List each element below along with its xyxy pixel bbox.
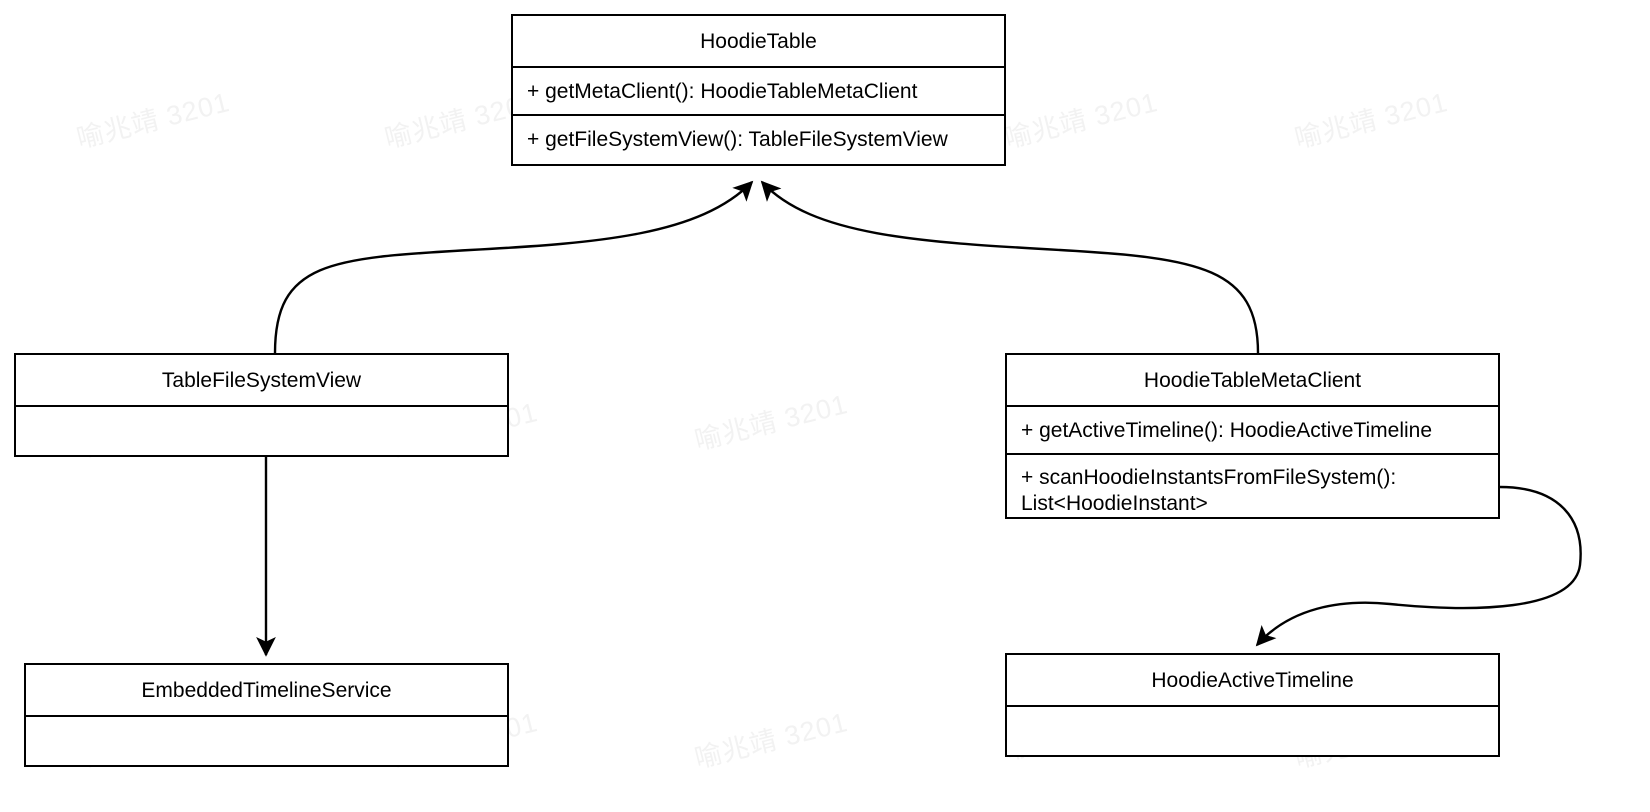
class-methods-hoodie-active-timeline [1007,707,1498,756]
class-method-hoodie-table-meta-client-0: + getActiveTimeline(): HoodieActiveTimel… [1007,407,1498,456]
class-box-hoodie-table-meta-client[interactable]: HoodieTableMetaClient + getActiveTimelin… [1005,353,1500,520]
class-box-hoodie-table[interactable]: HoodieTable + getMetaClient(): HoodieTab… [511,14,1006,167]
class-method-hoodie-table-1: + getFileSystemView(): TableFileSystemVi… [513,116,1004,165]
class-name-table-file-system-view: TableFileSystemView [16,355,507,408]
class-box-embedded-timeline-service[interactable]: EmbeddedTimelineService [24,663,509,768]
edge-hoodietablemetaclient-to-hoodieactivetimeline [1255,485,1582,647]
class-method-hoodie-table-meta-client-1: + scanHoodieInstantsFromFileSystem(): Li… [1007,455,1498,518]
class-box-hoodie-active-timeline[interactable]: HoodieActiveTimeline [1005,653,1500,758]
class-name-hoodie-table-meta-client: HoodieTableMetaClient [1007,355,1498,408]
class-method-hoodie-table-0: + getMetaClient(): HoodieTableMetaClient [513,68,1004,117]
class-methods-embedded-timeline-service [26,717,507,766]
class-methods-table-file-system-view [16,407,507,456]
class-name-embedded-timeline-service: EmbeddedTimelineService [26,665,507,718]
class-box-table-file-system-view[interactable]: TableFileSystemView [14,353,509,458]
edge-hoodietablemetaclient-to-hoodietable [760,180,1260,354]
edge-tablefilesystemview-to-hoodietable [273,180,754,354]
class-name-hoodie-active-timeline: HoodieActiveTimeline [1007,655,1498,708]
class-name-hoodie-table: HoodieTable [513,16,1004,69]
